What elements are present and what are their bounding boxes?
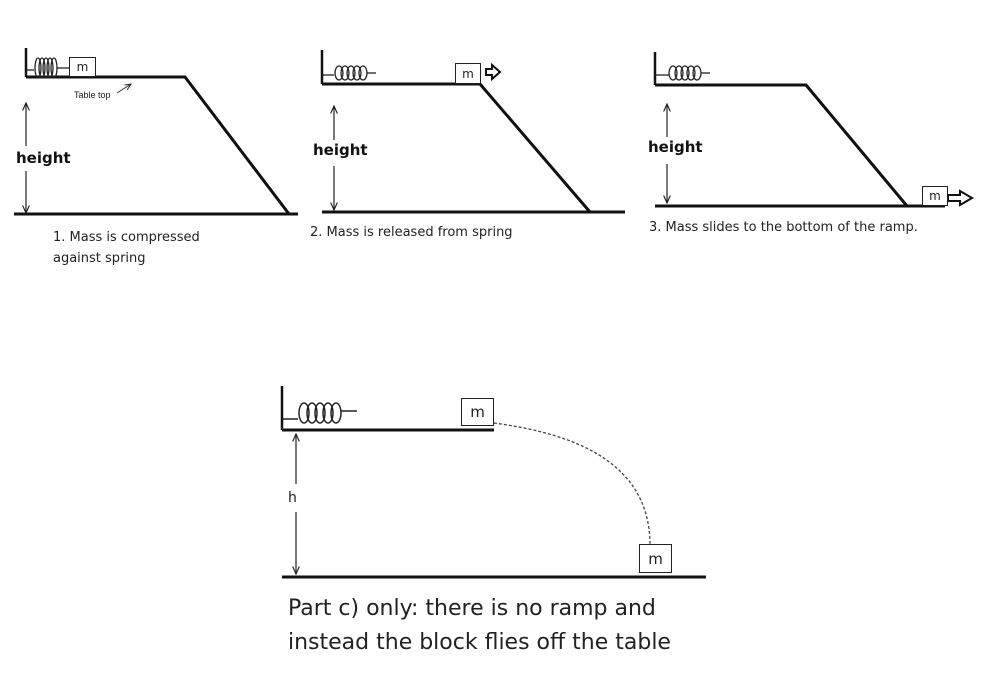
table-top-pointer <box>116 84 131 94</box>
spring-relaxed-3 <box>655 65 710 81</box>
mass-block-bottom-4: m <box>639 544 672 573</box>
mass-block-3: m <box>922 186 948 206</box>
motion-arrow-icon-3 <box>947 189 974 207</box>
mass-label-top-4: m <box>470 403 485 421</box>
caption-2: 2. Mass is released from spring <box>310 225 513 240</box>
table-ramp-1 <box>26 75 291 215</box>
spring-relaxed-2 <box>322 65 376 81</box>
spring-compressed-1 <box>26 57 69 79</box>
h-label-4: h <box>288 490 297 506</box>
part-c-caption-line-1: Part c) only: there is no ramp and <box>288 596 656 621</box>
mass-block-2: m <box>455 63 481 84</box>
mass-label-1: m <box>76 60 89 74</box>
mass-label-3: m <box>929 189 941 203</box>
mass-label-2: m <box>462 66 474 81</box>
height-label-3: height <box>648 138 703 156</box>
table-ramp-3 <box>655 83 909 207</box>
height-label-2: height <box>313 141 368 159</box>
panel-3-bottom-of-ramp <box>653 52 974 208</box>
panel-4-projectile <box>280 386 706 579</box>
mass-block-1: m <box>69 57 96 77</box>
mass-block-top-4: m <box>461 398 494 426</box>
motion-arrow-icon-2 <box>485 62 502 82</box>
caption-1-line-1: 1. Mass is compressed <box>53 230 200 245</box>
spring-4 <box>282 402 357 424</box>
panel-2-released <box>320 50 625 214</box>
panel-1-compressed <box>14 48 298 216</box>
caption-3: 3. Mass slides to the bottom of the ramp… <box>649 220 918 235</box>
mass-label-bottom-4: m <box>648 549 663 568</box>
part-c-caption-line-2: instead the block flies off the table <box>288 630 671 655</box>
caption-1-line-2: against spring <box>53 251 146 266</box>
table-top-label: Table top <box>74 90 111 100</box>
trajectory-path <box>493 422 651 546</box>
table-ramp-2 <box>322 82 592 213</box>
height-label-1: height <box>16 149 71 167</box>
